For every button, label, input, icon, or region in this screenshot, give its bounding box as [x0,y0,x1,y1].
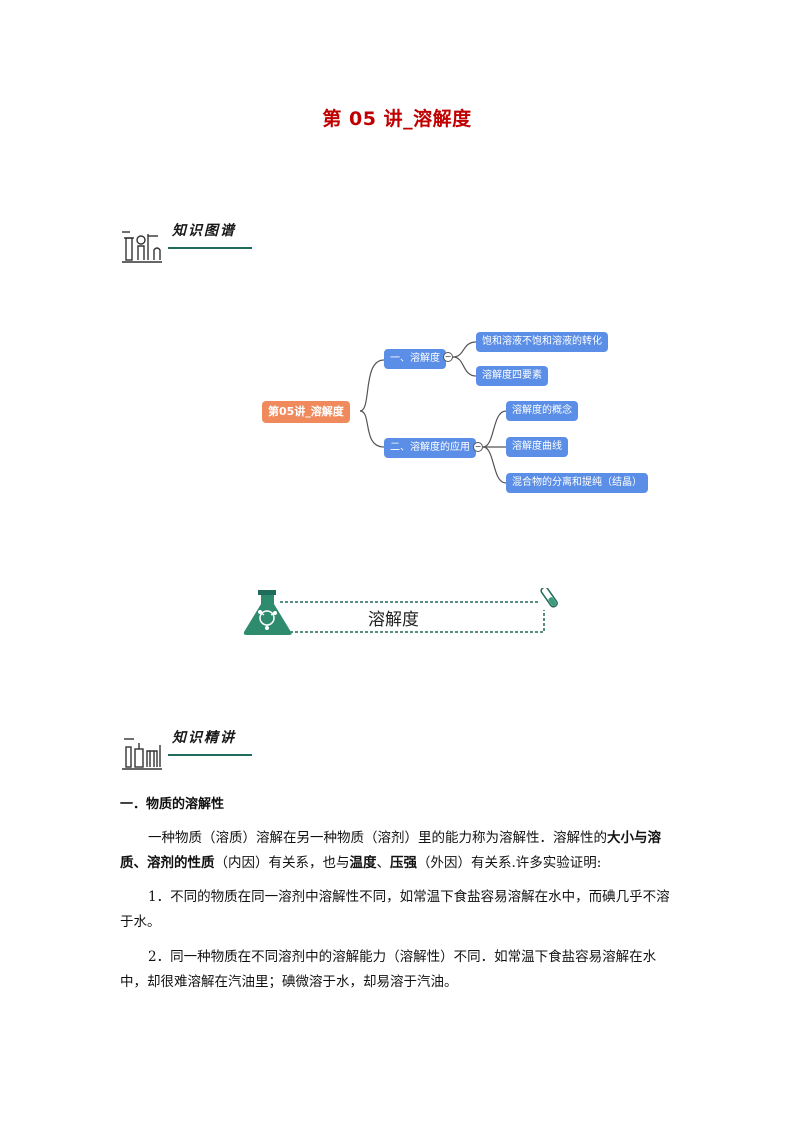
mind-map-leaf[interactable]: 溶解度的概念 [506,401,578,421]
mind-map: 第05讲_溶解度 一、溶解度 − 饱和溶液不饱和溶液的转化 溶解度四要素 二、溶… [250,325,670,505]
mind-map-branch-application[interactable]: 二、溶解度的应用 [384,438,476,458]
mind-map-leaf[interactable]: 溶解度四要素 [476,366,548,386]
document-title: 第 05 讲_溶解度 [322,108,472,130]
emphasis-text: 压强 [390,855,417,871]
section-label: 知识图谱 [172,223,236,239]
section-header-knowledge-map: 知识图谱 [120,218,260,268]
flask-icon [243,590,292,635]
paragraph-text: （外因）有关系.许多实验证明: [417,855,602,871]
paragraph-solubility-intro: 一种物质（溶质）溶解在另一种物质（溶剂）里的能力称为溶解性．溶解性的大小与溶质、… [120,826,676,876]
banner-frame [280,588,558,633]
section-label: 知识精讲 [172,730,236,746]
collapse-toggle[interactable]: − [443,352,453,362]
mind-map-connectors [359,341,507,484]
topic-banner: 溶解度 [240,588,560,638]
paragraph-point-1: 1．不同的物质在同一溶剂中溶解性不同，如常温下食盐容易溶解在水中，而碘几乎不溶于… [120,889,670,930]
content-heading: 一．物质的溶解性 [120,797,225,812]
emphasis-text: 温度 [349,855,377,871]
section-underline [168,754,252,756]
paragraph-point-2: 2．同一种物质在不同溶剂中的溶解能力（溶解性）不同．如常温下食盐容易溶解在水中，… [120,949,657,990]
paragraph-text: （内因）有关系，也与 [214,855,350,871]
emphasis-text: 大小与溶质、溶剂的性质 [120,830,661,871]
lab-equipment-icon [122,738,162,770]
section-header-knowledge-detail: 知识精讲 [120,725,260,775]
collapse-toggle[interactable]: − [473,442,483,452]
lab-equipment-icon [122,231,162,263]
paragraph-text: 一种物质（溶质）溶解在另一种物质（溶剂）里的能力称为溶解性．溶解性的 [148,830,607,846]
paragraph-text: 、 [376,855,391,871]
mind-map-leaf[interactable]: 混合物的分离和提纯（结晶） [506,473,648,493]
mind-map-branch-solubility[interactable]: 一、溶解度 [384,349,446,369]
mind-map-leaf[interactable]: 溶解度曲线 [506,437,568,457]
section-underline [168,247,252,249]
mind-map-leaf[interactable]: 饱和溶液不饱和溶液的转化 [476,332,608,352]
banner-title: 溶解度 [368,610,419,630]
mind-map-root[interactable]: 第05讲_溶解度 [262,401,350,423]
